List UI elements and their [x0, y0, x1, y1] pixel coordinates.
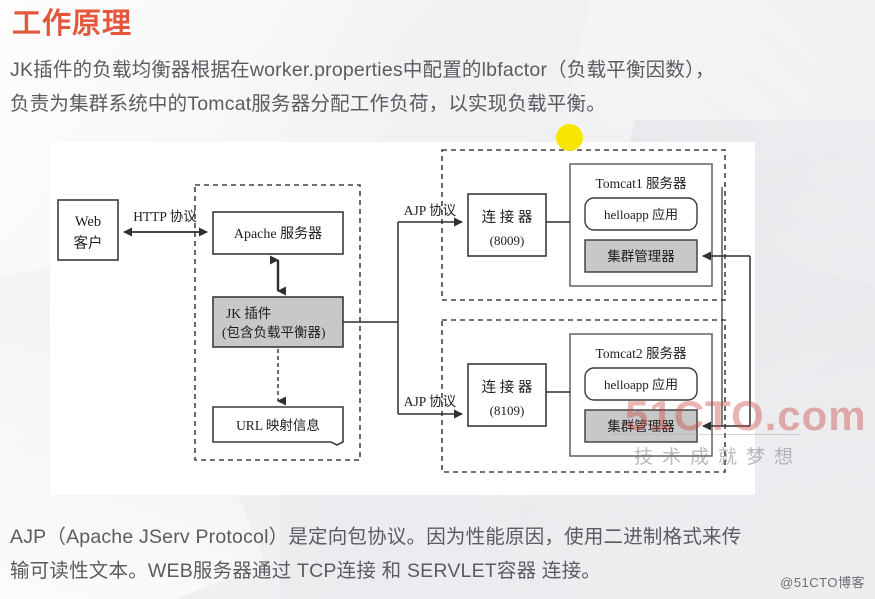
outro-paragraph-line-2: 输可读性文本。WEB服务器通过 TCP连接 和 SERVLET容器 连接。 [10, 560, 602, 582]
node-url-mapping: URL 映射信息 [236, 417, 320, 433]
node-tomcat1-app: helloapp 应用 [604, 207, 678, 222]
node-connector1-port: (8009) [490, 233, 525, 248]
node-web-client-line1: Web [75, 214, 101, 230]
node-web-client-line2: 客户 [74, 235, 103, 252]
node-tomcat2-title: Tomcat2 服务器 [596, 346, 687, 361]
node-tomcat2-cluster: 集群管理器 [607, 419, 675, 434]
node-connector2-line1: 连 接 器 [482, 379, 533, 396]
page-title: 工作原理 [12, 8, 133, 40]
intro-paragraph-line-1: JK插件的负载均衡器根据在worker.properties中配置的lbfact… [10, 59, 715, 81]
outro-paragraph-line-1: AJP（Apache JServ Protocol）是定向包协议。因为性能原因，… [10, 526, 742, 548]
architecture-diagram: Web 客户 HTTP 协议 Apache 服务器 JK 插件 (包含负载平衡器… [50, 142, 866, 495]
cursor-highlight-dot [556, 124, 583, 151]
edge-label-ajp-top: AJP 协议 [404, 203, 457, 218]
node-connector2-port: (8109) [490, 403, 525, 418]
node-connector1-line1: 连 接 器 [482, 209, 533, 226]
intro-paragraph-line-2: 负责为集群系统中的Tomcat服务器分配工作负荷，以实现负载平衡。 [10, 93, 606, 115]
edge-label-http: HTTP 协议 [133, 209, 197, 224]
node-tomcat2-app: helloapp 应用 [604, 377, 678, 392]
node-jk-plugin-line2: (包含负载平衡器) [222, 325, 326, 340]
node-tomcat1-title: Tomcat1 服务器 [596, 176, 687, 191]
node-jk-plugin-line1: JK 插件 [226, 306, 271, 321]
node-apache-server: Apache 服务器 [234, 226, 322, 242]
node-tomcat1-cluster: 集群管理器 [607, 249, 675, 264]
site-credit: @51CTO博客 [780, 575, 865, 590]
diagram-svg: Web 客户 HTTP 协议 Apache 服务器 JK 插件 (包含负载平衡器… [57, 149, 751, 473]
edge-label-ajp-bottom: AJP 协议 [404, 394, 457, 409]
